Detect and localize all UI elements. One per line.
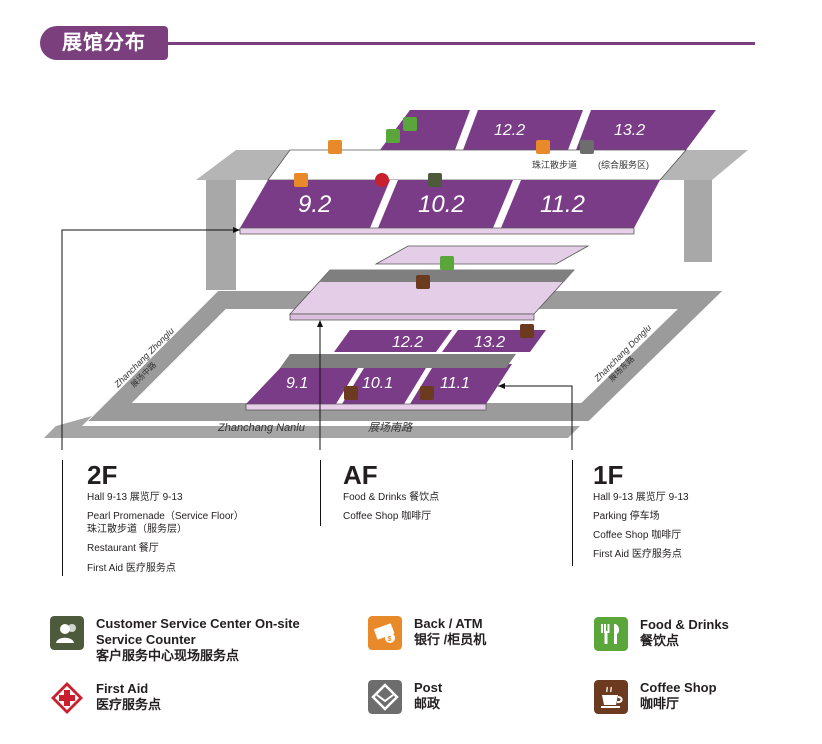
legend-food-drinks: Food & Drinks 餐饮点	[594, 617, 729, 651]
bank-atm-icon	[294, 173, 308, 187]
hall-label-11-2: 11.2	[540, 191, 585, 218]
hall-label-10-2: 10.2	[418, 191, 465, 218]
coffee-shop-icon	[594, 680, 628, 714]
floor-info-2f: 2F Hall 9-13 展览厅 9-13 Pearl Promenade（Se…	[62, 460, 244, 576]
floor-code: 2F	[87, 460, 118, 490]
floor-code: AF	[343, 460, 378, 490]
promenade-label: 珠江散步道	[532, 159, 577, 170]
legend-label: Customer Service Center On-site	[96, 616, 300, 631]
food-drinks-icon	[386, 129, 400, 143]
legend-coffee-shop: Coffee Shop 咖啡厅	[594, 680, 717, 714]
legend-label: Coffee Shop	[640, 680, 717, 695]
legend-post: Post 邮政	[368, 680, 442, 714]
food-drinks-icon	[440, 256, 454, 270]
customer-service-icon	[50, 616, 84, 650]
floor-map: Zhanchang Nanlu 展场南路 Zhanchang Zhonglu 展…	[44, 110, 748, 450]
floor-line: Food & Drinks 餐饮点	[343, 492, 440, 503]
hall-label-12-2-lower: 12.2	[392, 334, 423, 351]
legend-label: Post	[414, 680, 443, 695]
legend-label: 银行 /柜员机	[414, 632, 487, 647]
food-drinks-icon	[594, 617, 628, 651]
floor-line: 珠江散步道（服务层）	[87, 524, 187, 535]
floor-line: First Aid 医疗服务点	[87, 563, 176, 574]
legend-label: Service Counter	[96, 632, 196, 647]
coffee-shop-icon	[344, 386, 358, 400]
legend-label: 医疗服务点	[96, 697, 162, 712]
floor-line: First Aid 医疗服务点	[593, 549, 682, 560]
legend-label: 餐饮点	[640, 633, 680, 648]
floor-info-1f: 1F Hall 9-13 展览厅 9-13 Parking 停车场 Coffee…	[572, 460, 689, 566]
floor-line: Coffee Shop 咖啡厅	[593, 530, 682, 541]
road-south-label-cn: 展场南路	[368, 421, 413, 434]
coffee-shop-icon	[416, 275, 430, 289]
floor-af	[289, 245, 590, 321]
coffee-shop-icon	[520, 324, 534, 338]
customer-service-icon	[428, 173, 442, 187]
pointer-lines	[61, 229, 573, 450]
hall-label-9-2: 9.2	[298, 191, 331, 218]
first-aid-icon	[51, 682, 83, 714]
legend-label: Food & Drinks	[640, 617, 729, 632]
hall-label-12-2: 12.2	[494, 122, 525, 139]
post-icon	[580, 140, 594, 154]
hall-label-9-1: 9.1	[286, 375, 308, 392]
hall-label-11-1: 11.1	[440, 375, 470, 392]
legend-bank-atm: $ Back / ATM 银行 /柜员机	[368, 616, 486, 650]
floor-line: Coffee Shop 咖啡厅	[343, 511, 432, 522]
first-aid-icon	[375, 173, 389, 187]
bank-atm-icon	[328, 140, 342, 154]
page-title: 展馆分布	[40, 26, 168, 60]
legend-label: 咖啡厅	[640, 696, 680, 711]
post-icon	[368, 680, 402, 714]
floor-code: 1F	[593, 460, 624, 490]
floor-line: Pearl Promenade（Service Floor）	[87, 511, 244, 522]
legend-customer-service: Customer Service Center On-site Service …	[50, 616, 300, 664]
hall-label-13-2: 13.2	[614, 122, 645, 139]
legend-label: 客户服务中心现场服务点	[96, 648, 240, 663]
floor-line: Hall 9-13 展览厅 9-13	[87, 492, 183, 503]
road-south-label: Zhanchang Nanlu	[217, 422, 305, 434]
legend-label: 邮政	[414, 696, 441, 711]
food-drinks-icon	[403, 117, 417, 131]
legend-label: First Aid	[96, 681, 149, 696]
bank-atm-icon: $	[368, 616, 402, 650]
floor-line: Hall 9-13 展览厅 9-13	[593, 492, 689, 503]
legend-label: Back / ATM	[414, 616, 483, 631]
floor-line: Parking 停车场	[593, 511, 660, 522]
legend-first-aid: First Aid 医疗服务点	[50, 681, 161, 715]
title-divider	[160, 42, 755, 45]
coffee-shop-icon	[420, 386, 434, 400]
bank-atm-icon	[536, 140, 550, 154]
floor-1f	[245, 330, 546, 411]
hall-label-10-1: 10.1	[362, 375, 393, 392]
floor-2f	[239, 110, 716, 235]
floor-line: Restaurant 餐厅	[87, 543, 159, 554]
svg-text:$: $	[388, 636, 392, 643]
service-area-label: (综合服务区)	[598, 159, 649, 170]
floor-info-af: AF Food & Drinks 餐饮点 Coffee Shop 咖啡厅	[320, 460, 439, 526]
hall-label-13-2-lower: 13.2	[474, 334, 505, 351]
